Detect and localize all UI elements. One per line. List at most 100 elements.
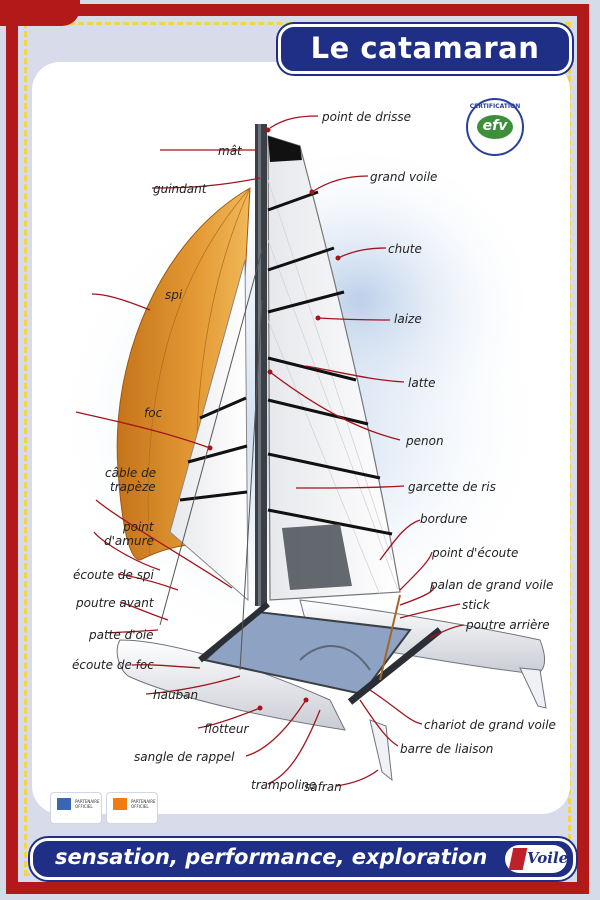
mainsail-headboard (268, 136, 302, 162)
federation-logo-text: Voile (527, 849, 569, 867)
rudder-front (369, 719, 393, 782)
label-sangle-de-rappel: sangle de rappel (134, 750, 235, 764)
leader-line (399, 584, 435, 606)
label-chute: chute (388, 242, 422, 256)
label-cable-de-trapeze-1: câble de (105, 466, 157, 480)
leader-line (119, 601, 169, 621)
label-cable-de-trapeze-2: trapèze (110, 480, 156, 494)
label-spi: spi (165, 288, 183, 302)
label-bordure: bordure (420, 512, 468, 526)
label-point-decoute: point d'écoute (432, 546, 519, 560)
label-hauban: hauban (153, 688, 199, 702)
jib-batten (199, 396, 247, 420)
seal-badge: efv (477, 115, 513, 139)
label-latte: latte (408, 376, 436, 390)
label-point-de-drisse: point de drisse (322, 110, 412, 124)
leader-dot (267, 369, 273, 375)
mainsail-batten (267, 190, 319, 212)
leader-line (369, 689, 423, 725)
leader-line (317, 317, 391, 321)
leader-line (197, 707, 261, 729)
leader-line (295, 485, 405, 489)
mainsail-batten (267, 452, 381, 480)
seal-top-text: CERTIFICATION (469, 103, 521, 110)
leader-line (107, 629, 159, 634)
leader-line (379, 519, 421, 561)
leader-dot (315, 315, 321, 321)
mainsail-window (282, 524, 352, 590)
leader-line (131, 664, 201, 669)
mainsail-batten (267, 246, 335, 272)
leader-dot (335, 255, 341, 261)
leader-dot (265, 127, 271, 133)
label-point-damure-2: d'amure (104, 534, 154, 548)
leader-line (429, 624, 465, 639)
mainsheet (379, 594, 401, 681)
corner-sticker (0, 0, 80, 26)
label-laize: laize (394, 312, 422, 326)
leader-line (269, 371, 401, 441)
label-trampoline: trampoline (251, 778, 317, 792)
mainsail-batten (267, 398, 369, 426)
label-guindant: guindant (153, 182, 207, 196)
partner-logo-1: PARTENAIRE OFFICIEL (50, 792, 102, 824)
leader-dot (207, 445, 213, 451)
leader-line (337, 247, 387, 259)
mainsail-batten (267, 290, 345, 314)
forestay (159, 249, 263, 626)
jib-batten (179, 490, 248, 502)
label-garcette-de-ris: garcette de ris (408, 480, 496, 494)
leader-line (269, 115, 319, 129)
label-flotteur: flotteur (204, 722, 249, 736)
leader-line (95, 499, 233, 589)
partner-flag-icon (57, 798, 71, 810)
jib-batten (187, 444, 248, 464)
leader-line (91, 293, 151, 311)
label-ecoute-de-spi: écoute de spi (73, 568, 154, 582)
footer-slogan: sensation, performance, exploration (55, 845, 488, 869)
certification-seal: CERTIFICATION efv (466, 98, 524, 156)
footer-banner: sensation, performance, exploration Voil… (30, 838, 576, 880)
partner-flag-icon (113, 798, 127, 810)
hiking-strap (299, 645, 371, 671)
spinnaker-seam (147, 187, 251, 556)
leader-line (267, 709, 321, 785)
mainsail-seam (267, 319, 381, 596)
page-title: Le catamaran (310, 31, 540, 65)
label-mat: mât (218, 144, 242, 158)
label-stick: stick (462, 598, 490, 612)
mainsail-batten (267, 508, 393, 536)
label-penon: penon (406, 434, 444, 448)
leader-line (311, 175, 369, 193)
leader-line (117, 573, 179, 591)
label-point-damure-1: point (123, 520, 154, 534)
rear-beam (347, 627, 443, 705)
label-palan-de-grand-voile: palan de grand voile (430, 578, 554, 592)
label-poutre-arriere: poutre arrière (466, 618, 550, 632)
partner-label: PARTENAIRE OFFICIEL (131, 799, 156, 809)
partner-label: PARTENAIRE OFFICIEL (75, 799, 100, 809)
leader-line (151, 177, 261, 189)
leader-dot (309, 189, 315, 195)
shroud (239, 299, 263, 671)
federation-mark-icon (508, 848, 528, 870)
seal-text: efv (482, 118, 508, 134)
label-patte-doie: patte d'oie (89, 628, 154, 642)
label-foc: foc (144, 406, 163, 420)
label-grand-voile: grand voile (370, 170, 438, 184)
leader-line (335, 769, 379, 787)
leader-line (305, 365, 405, 383)
mainsail-batten (267, 356, 357, 382)
rudder-rear (519, 667, 547, 709)
leader-line (93, 531, 161, 571)
label-poutre-avant: poutre avant (76, 596, 154, 610)
leader-line (359, 699, 399, 747)
leader-line (399, 551, 433, 591)
label-chariot-de-grand-voile: chariot de grand voile (424, 718, 556, 732)
leader-dot (303, 697, 309, 703)
mast-highlight (258, 124, 261, 606)
front-beam (198, 601, 270, 663)
label-safran: safran (304, 780, 342, 794)
leader-line (75, 411, 211, 449)
